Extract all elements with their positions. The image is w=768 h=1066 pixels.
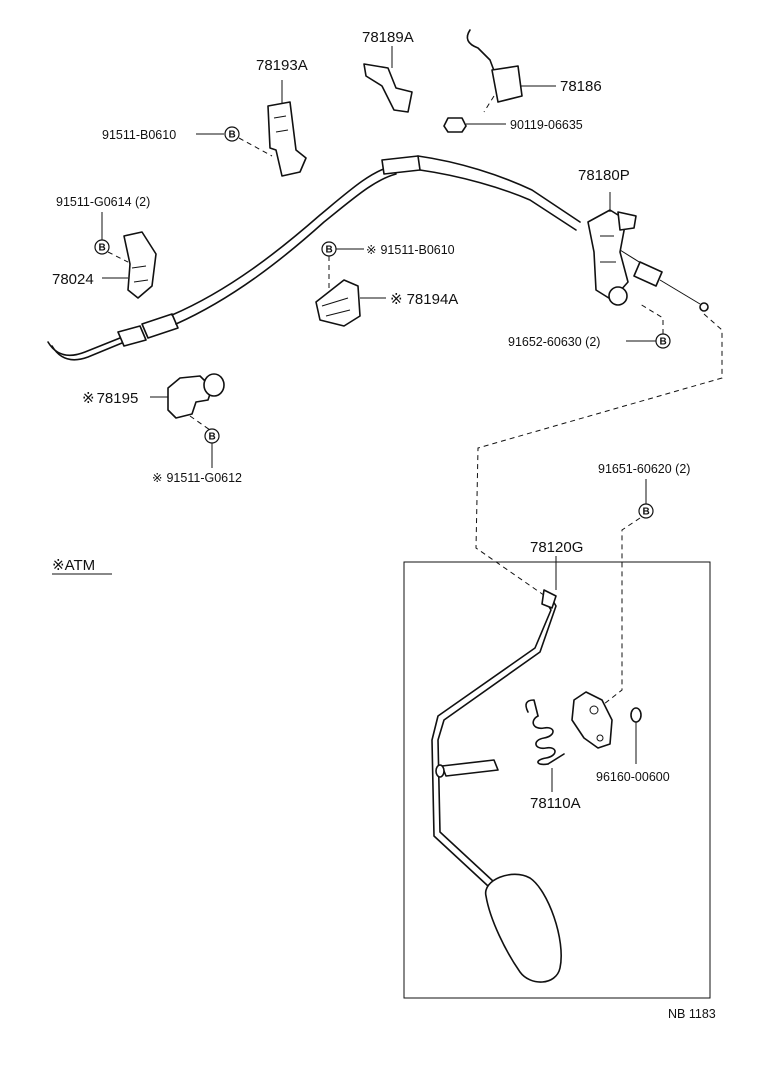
bolt-91651-60620: B [603, 479, 654, 705]
spring-clip-78186 [466, 29, 556, 113]
svg-text:B: B [99, 243, 106, 254]
svg-text:B: B [229, 130, 236, 141]
label-78024: 78024 [52, 271, 94, 288]
bolt-91511-B0610-mid: B [321, 241, 364, 300]
bolt-91511-G0612: B [204, 428, 220, 468]
label-90119-06635: 90119-06635 [510, 118, 583, 132]
svg-text:B: B [643, 507, 650, 518]
label-78195: ※78195 [82, 390, 138, 407]
svg-text:B: B [326, 245, 333, 256]
svg-text:B: B [660, 337, 667, 348]
pedal-bracket [571, 691, 613, 749]
label-78189A: 78189A [362, 29, 414, 46]
bracket-78024 [102, 231, 157, 299]
cable-to-pedal-guide [475, 313, 723, 599]
clamp-78195 [150, 373, 225, 431]
return-spring-78110A [525, 699, 565, 792]
label-78186: 78186 [560, 78, 602, 95]
label-91511-B0610-top: 91511-B0610 [102, 128, 176, 142]
bolt-91511-B0610-top: B [196, 126, 273, 157]
label-78194A: ※78194A [390, 291, 458, 308]
pedal-assembly-box [403, 561, 711, 999]
label-91511-B0610-mid: ※91511-B0610 [366, 243, 455, 257]
label-91511-G0614: 91511-G0614 (2) [56, 195, 150, 209]
label-78120G: 78120G [530, 539, 583, 556]
bolt-90119-06635 [443, 117, 506, 133]
bracket-78194A [315, 279, 386, 327]
bolt-91511-G0614: B [94, 212, 129, 263]
label-78110A: 78110A [530, 795, 581, 812]
label-78180P: 78180P [578, 167, 630, 184]
accelerator-cable [47, 155, 709, 361]
bolt-91652-60630: B [626, 303, 671, 349]
label-91511-G0612: ※91511-G0612 [152, 471, 242, 485]
linkage-78180P [587, 192, 637, 306]
nut-96160-00600 [630, 707, 642, 764]
bracket-78189A [363, 46, 413, 113]
footer-code: NB 1183 [668, 1007, 716, 1021]
bracket-78193A [267, 80, 307, 177]
label-91652-60630: 91652-60630 (2) [508, 335, 600, 349]
label-91651-60620: 91651-60620 (2) [598, 462, 690, 476]
label-96160-00600: 96160-00600 [596, 770, 670, 784]
label-78193A: 78193A [256, 57, 308, 74]
atm-note: ※ATM [52, 557, 95, 574]
svg-text:B: B [209, 432, 216, 443]
accelerator-pedal-arm [431, 589, 562, 983]
